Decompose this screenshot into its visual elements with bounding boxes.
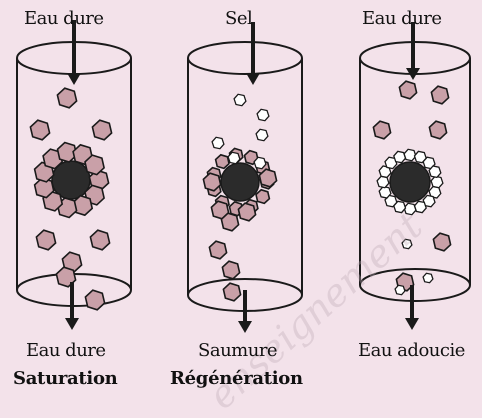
column-1-bottom-label: Eau dure	[26, 340, 106, 361]
resin-columns-diagram	[0, 0, 482, 394]
sodium-ion	[254, 157, 266, 168]
calcium-ion	[90, 230, 109, 250]
sodium-ion	[234, 94, 246, 105]
column-1-arrow-out-down-arrow-icon	[65, 318, 79, 330]
calcium-ion	[431, 86, 448, 104]
column-2-top-label: Sel	[225, 8, 252, 29]
calcium-ion	[223, 283, 240, 301]
bound-calcium-ion	[216, 155, 229, 169]
sodium-ion	[228, 152, 240, 163]
sodium-ion	[256, 129, 268, 140]
column-1-caption: Saturation	[13, 368, 117, 389]
resin-bead-2	[221, 163, 259, 201]
calcium-ion	[259, 169, 276, 187]
sodium-ion	[257, 109, 269, 120]
calcium-ion	[222, 261, 239, 279]
column-2-top-rim	[188, 42, 302, 74]
calcium-ion	[221, 213, 238, 231]
bound-sodium-ion	[429, 166, 441, 177]
column-2-caption: Régénération	[170, 368, 303, 389]
sodium-ion	[423, 273, 433, 282]
calcium-ion	[429, 121, 446, 139]
column-3-top-label: Eau dure	[362, 8, 442, 29]
bound-sodium-ion	[404, 149, 416, 160]
column-3-arrow-out-down-arrow-icon	[405, 318, 419, 330]
sodium-ion	[212, 137, 224, 148]
column-3-bottom-label: Eau adoucie	[358, 340, 465, 361]
calcium-ion	[399, 81, 416, 99]
calcium-ion	[30, 120, 49, 140]
diagram-canvas: enseignement Eau dure Sel Eau dure Eau d…	[0, 0, 482, 394]
calcium-ion	[36, 230, 55, 250]
bound-sodium-ion	[415, 201, 427, 212]
bound-calcium-ion	[256, 190, 269, 204]
calcium-ion	[238, 203, 255, 221]
column-2-bottom-label: Saumure	[198, 340, 277, 361]
column-1-top-label: Eau dure	[24, 8, 104, 29]
calcium-ion	[209, 241, 226, 259]
resin-bead-3	[390, 162, 430, 202]
sodium-ion	[395, 285, 405, 294]
calcium-ion	[203, 173, 220, 191]
column-2-arrow-in-down-arrow-icon	[246, 73, 260, 85]
calcium-ion	[373, 121, 390, 139]
calcium-ion	[57, 88, 76, 108]
calcium-ion	[433, 233, 450, 251]
calcium-ion	[92, 120, 111, 140]
column-1-arrow-in-down-arrow-icon	[67, 73, 81, 85]
column-2-arrow-out-down-arrow-icon	[238, 321, 252, 333]
bound-sodium-ion	[394, 151, 406, 162]
calcium-ion	[85, 290, 104, 310]
